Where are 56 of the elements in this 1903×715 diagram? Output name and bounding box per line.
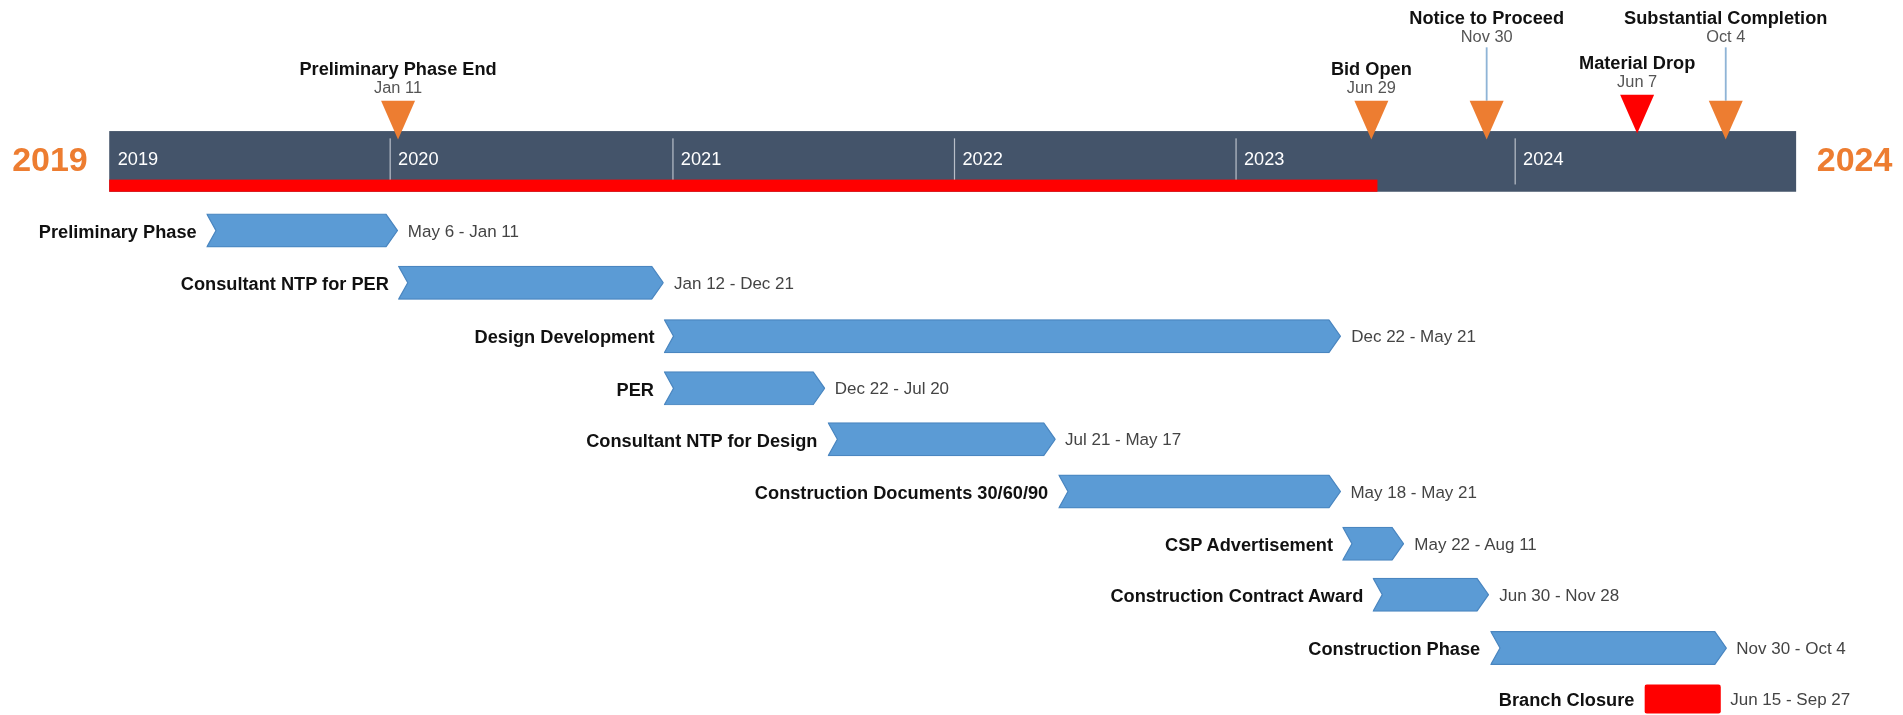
date-range: Jun 15 - Sep 27 xyxy=(1730,689,1851,709)
milestone-date: Jun 7 xyxy=(1617,72,1658,93)
date-range: May 18 - May 21 xyxy=(1350,481,1477,502)
triangle-marker xyxy=(1354,100,1389,140)
milestone-date: Jan 11 xyxy=(374,78,423,99)
task-row xyxy=(1110,576,1620,613)
task-row xyxy=(180,264,794,301)
leader-line xyxy=(1724,46,1727,102)
task-row xyxy=(754,473,1477,510)
date-range: Nov 30 - Oct 4 xyxy=(1736,638,1846,658)
task-name: CSP Advertisement xyxy=(1165,533,1333,554)
task-row xyxy=(1165,525,1537,562)
date-range: Dec 22 - May 21 xyxy=(1351,326,1476,346)
task-name: Consultant NTP for Design xyxy=(586,429,818,450)
triangle-marker xyxy=(381,100,416,140)
date-range: Jan 12 - Dec 21 xyxy=(674,273,794,293)
year-label: 2024 xyxy=(1816,140,1893,180)
progress-bar xyxy=(109,179,1378,192)
task-row xyxy=(616,370,950,407)
year-label: 2022 xyxy=(962,148,1003,169)
triangle-marker xyxy=(1620,94,1655,134)
task-name: Construction Documents 30/60/90 xyxy=(754,481,1049,502)
year-label: 2023 xyxy=(1243,148,1285,169)
task-name: Branch Closure xyxy=(1498,688,1635,710)
task-row xyxy=(474,317,1476,355)
date-range: Dec 22 - Jul 20 xyxy=(834,378,950,399)
task-name: PER xyxy=(616,378,654,399)
milestone-title: Material Drop xyxy=(1579,52,1696,73)
task-name: Construction Phase xyxy=(1308,637,1481,659)
milestone-title: Bid Open xyxy=(1330,58,1412,79)
task-name: Construction Contract Award xyxy=(1110,584,1364,605)
date-range: Jun 30 - Nov 28 xyxy=(1499,584,1620,605)
task-name: Preliminary Phase xyxy=(38,220,197,241)
year-label: 2019 xyxy=(12,140,88,180)
date-range: Jul 21 - May 17 xyxy=(1065,429,1182,450)
triangle-marker xyxy=(1708,100,1743,140)
task-row xyxy=(38,212,519,249)
task-name: Consultant NTP for PER xyxy=(180,272,389,294)
date-range: May 22 - Aug 11 xyxy=(1414,534,1537,554)
task-row xyxy=(1308,629,1846,667)
task-row xyxy=(586,421,1182,458)
triangle-marker xyxy=(1469,100,1504,140)
milestone-title: Notice to Proceed xyxy=(1409,7,1565,28)
year-label: 2019 xyxy=(117,148,159,169)
timeline-band xyxy=(109,131,1797,192)
date-range: May 6 - Jan 11 xyxy=(407,220,519,241)
year-label: 2020 xyxy=(398,148,439,169)
milestone-title: Substantial Completion xyxy=(1624,7,1828,28)
milestone-date: Oct 4 xyxy=(1706,27,1746,48)
year-label: 2024 xyxy=(1523,148,1564,169)
milestone-date: Nov 30 xyxy=(1460,27,1513,48)
milestone-title: Preliminary Phase End xyxy=(299,58,497,79)
year-label: 2021 xyxy=(680,148,722,169)
milestone-date: Jun 29 xyxy=(1346,78,1396,99)
task-name: Design Development xyxy=(474,325,655,347)
leader-line xyxy=(1485,46,1488,102)
